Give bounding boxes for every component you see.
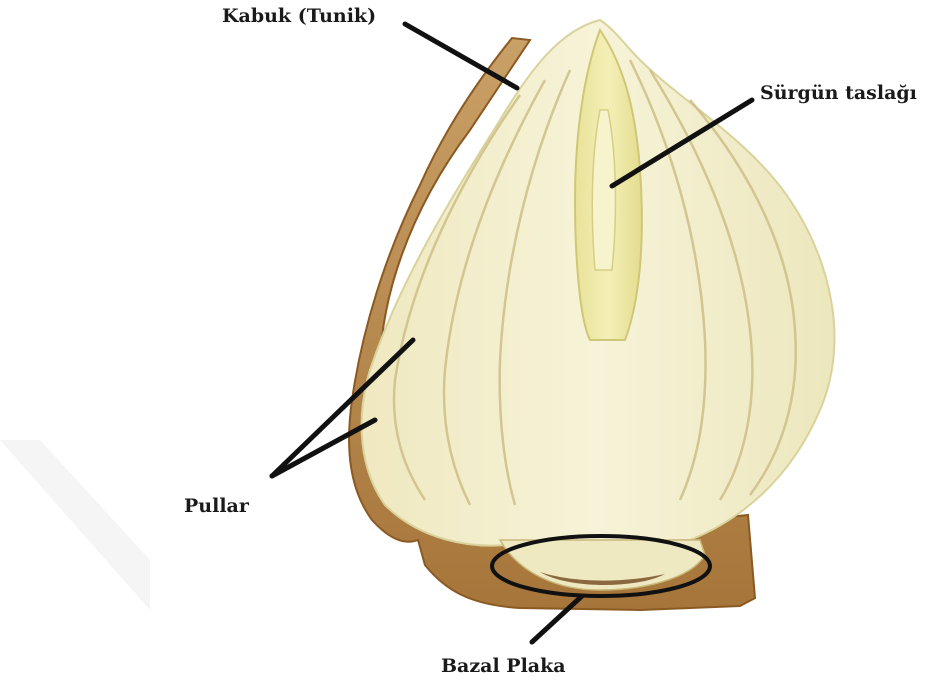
label-scales: Pullar xyxy=(184,495,249,517)
label-shoot-primordium: Sürgün taslağı xyxy=(760,82,917,104)
label-basal-plate: Bazal Plaka xyxy=(441,655,566,677)
label-tunic: Kabuk (Tunik) xyxy=(222,5,376,27)
watermark-stripe xyxy=(0,440,150,610)
shoot-core xyxy=(592,110,615,270)
